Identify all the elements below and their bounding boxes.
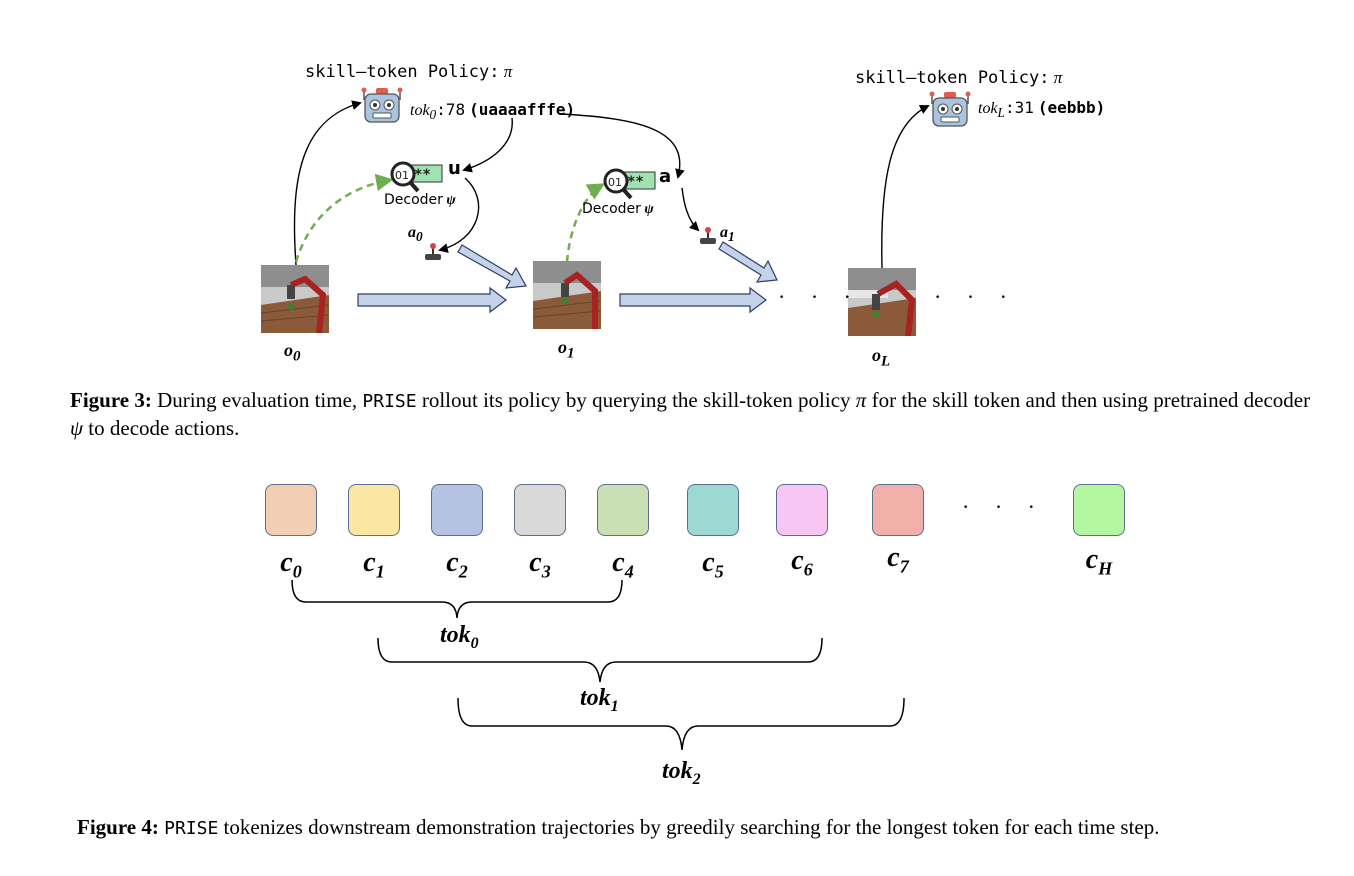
action-arrow-1	[718, 241, 778, 283]
ellipsis: · · ·	[962, 494, 1045, 519]
token-label-1: tok1	[580, 685, 619, 715]
svg-text:**: **	[627, 174, 644, 190]
observation-image-1	[533, 261, 601, 329]
code-box-3	[514, 484, 566, 536]
code-box-6	[776, 484, 828, 536]
code-label-1: c1	[363, 547, 385, 582]
robot-icon	[929, 91, 971, 127]
brace-tok0	[291, 579, 623, 619]
code-label-5: c5	[702, 547, 724, 582]
code-box-H	[1073, 484, 1125, 536]
observation-label-0: o0	[284, 340, 301, 365]
token-to-decoder-curve-1	[462, 117, 513, 173]
policy-label-right: skill–token Policy: π	[855, 68, 1063, 88]
code-label-2: c2	[446, 547, 468, 582]
observation-image-L	[848, 268, 916, 336]
code-label-3: c3	[529, 547, 551, 582]
action-1-label: a1	[720, 224, 735, 245]
action-0-label: a0	[408, 224, 423, 245]
brace-tok2	[457, 697, 905, 751]
observation-label-L: oL	[872, 345, 891, 370]
transition-arrow-1	[619, 286, 767, 314]
token-0-text: tok0:78 (uaaaafffe)	[410, 100, 576, 123]
ellipsis: · · ·	[778, 284, 861, 309]
code-box-0	[265, 484, 317, 536]
figure-4-caption: Figure 4: PRISE tokenizes downstream dem…	[77, 815, 1160, 839]
decoder-to-action1-curve	[681, 187, 700, 232]
code-label-7: c7	[887, 542, 909, 577]
obs1-to-decoder-dashed	[565, 183, 606, 263]
token-label-2: tok2	[662, 758, 701, 788]
decoder-label-1: Decoder ψ	[384, 192, 456, 208]
decoder-output-2: a	[659, 166, 672, 187]
ellipsis: · · ·	[934, 284, 1017, 309]
svg-text:01: 01	[395, 169, 409, 182]
figure-3-arrows	[293, 100, 930, 314]
code-box-7	[872, 484, 924, 536]
token-braces	[291, 579, 905, 751]
observation-image-0	[261, 265, 329, 333]
joystick-icon	[700, 227, 716, 244]
code-box-2	[431, 484, 483, 536]
joystick-icon	[425, 243, 441, 260]
robot-icon	[361, 87, 403, 123]
obs0-to-policy-curve	[293, 100, 362, 266]
code-label-H: cH	[1085, 544, 1113, 579]
decoder-label-2: Decoder ψ	[582, 201, 654, 217]
code-box-5	[687, 484, 739, 536]
token-label-0: tok0	[440, 622, 479, 652]
decoder-icon: ** 01	[603, 167, 659, 206]
svg-text:**: **	[414, 167, 431, 183]
decoder-to-action0-curve	[438, 177, 480, 253]
code-box-1	[348, 484, 400, 536]
obs0-to-decoder-dashed	[294, 173, 394, 263]
observation-label-1: o1	[558, 337, 575, 362]
token-L-text: tokL:31 (eebbb)	[978, 98, 1106, 121]
obsL-to-policy-curve	[881, 105, 930, 269]
code-label-0: c0	[280, 547, 302, 582]
decoder-output-1: u	[448, 158, 461, 179]
policy-label-left: skill–token Policy: π	[305, 62, 513, 82]
decoder-icon: ** 01	[390, 160, 446, 199]
figure-3-caption: Figure 3: During evaluation time, PRISE …	[70, 388, 1311, 440]
action-arrow-0	[457, 244, 527, 289]
code-box-4	[597, 484, 649, 536]
svg-text:01: 01	[608, 176, 622, 189]
brace-tok1	[377, 637, 823, 683]
code-label-6: c6	[791, 545, 813, 580]
code-label-4: c4	[612, 547, 634, 582]
transition-arrow-0	[357, 286, 507, 314]
token-to-decoder-curve-2	[559, 113, 685, 179]
